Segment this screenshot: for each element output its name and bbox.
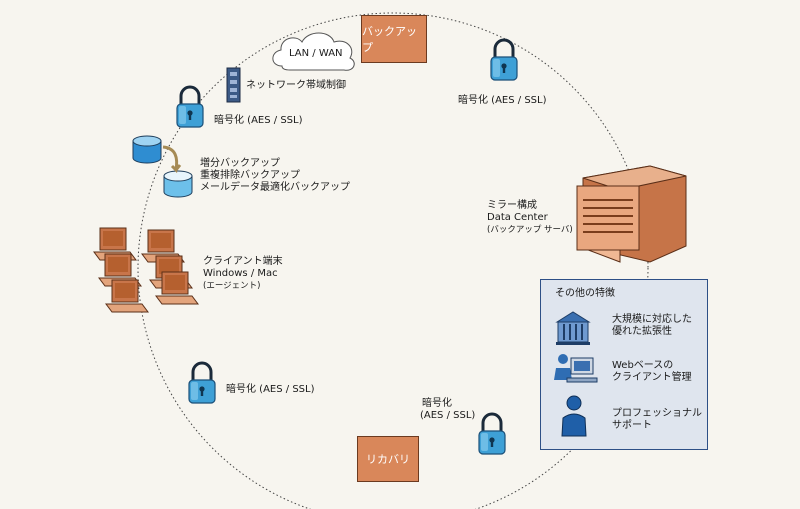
cycle-circle (137, 12, 649, 509)
feature-support-line2: サポート (612, 420, 652, 431)
datacenter-line2: Data Center (487, 212, 548, 223)
lock-icon-bottom-left (187, 361, 217, 405)
feature-scalability-line2: 優れた拡張性 (612, 326, 672, 337)
client-computers-icon (93, 227, 199, 313)
encrypt-label-top-right: 暗号化 (AES / SSL) (458, 95, 547, 106)
features-title: その他の特徴 (555, 288, 615, 299)
backup-types-label: 増分バックアップ 重複排除バックアップ メールデータ最適化バックアップ (200, 158, 350, 194)
feature-scalability: 大規模に対応した 優れた拡張性 (612, 314, 692, 338)
arrow-icon (162, 145, 182, 174)
lock-icon-top-right (489, 38, 519, 82)
lock-icon-bottom-right (477, 412, 507, 456)
feature-support: プロフェッショナル サポート (612, 408, 702, 432)
encrypt-label-line2: (AES / SSL) (420, 410, 476, 421)
clients-label: クライアント端末 Windows / Mac (エージェント) (203, 256, 283, 292)
database-icon-2 (163, 170, 193, 198)
encrypt-label-bottom-right: 暗号化 (AES / SSL) (420, 398, 475, 422)
database-icon (132, 135, 162, 164)
network-switch-icon (226, 67, 241, 103)
feature-support-line1: プロフェッショナル (612, 408, 702, 419)
encrypt-label-bottom-left: 暗号化 (AES / SSL) (226, 384, 315, 395)
feature-web-line1: Webベースの (612, 360, 674, 371)
cloud-label: LAN / WAN (289, 48, 343, 59)
backup-type-incremental: 増分バックアップ (200, 158, 280, 169)
encrypt-label-line1: 暗号化 (422, 398, 452, 409)
backup-type-dedup: 重複排除バックアップ (200, 170, 300, 181)
backup-type-mail: メールデータ最適化バックアップ (200, 182, 350, 193)
feature-web-line2: クライアント管理 (612, 372, 692, 383)
lock-icon-left (175, 85, 205, 129)
datacenter-line3: (バックアップ サーバ) (487, 225, 573, 235)
server-icon (576, 165, 687, 263)
building-icon (555, 311, 591, 345)
encrypt-label-left: 暗号化 (AES / SSL) (214, 115, 303, 126)
clients-line1: クライアント端末 (203, 256, 283, 267)
operator-computer-icon (554, 354, 598, 383)
backup-box: バックアップ (361, 15, 427, 63)
datacenter-line1: ミラー構成 (487, 200, 537, 211)
clients-line2: Windows / Mac (203, 268, 278, 279)
cloud-icon (272, 32, 355, 71)
features-icons (554, 311, 598, 437)
feature-web-management: Webベースの クライアント管理 (612, 360, 692, 384)
features-panel: その他の特徴 (540, 279, 708, 450)
person-icon (561, 395, 587, 437)
datacenter-label: ミラー構成 Data Center (バックアップ サーバ) (487, 200, 573, 236)
bandwidth-label: ネットワーク帯域制御 (246, 80, 346, 91)
recovery-box: リカバリ (357, 436, 419, 482)
clients-line3: (エージェント) (203, 281, 261, 291)
feature-scalability-line1: 大規模に対応した (612, 314, 692, 325)
